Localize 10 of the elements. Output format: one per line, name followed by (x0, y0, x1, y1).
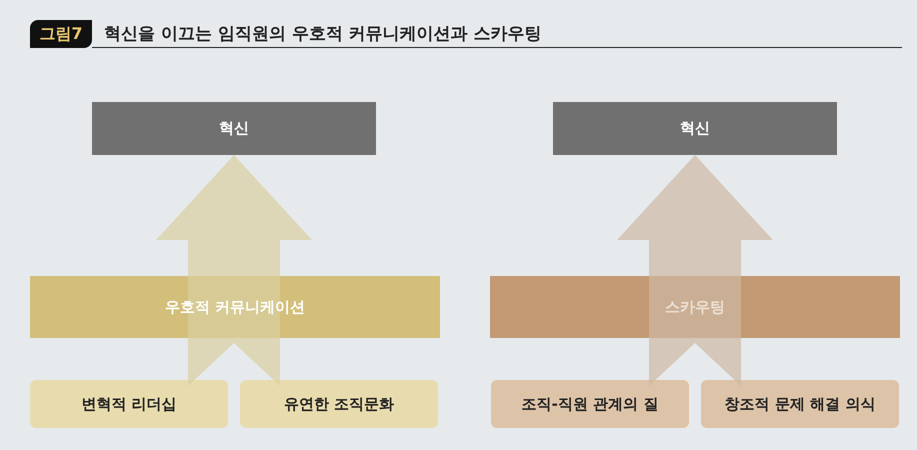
factor-box: 창조적 문제 해결 의식 (701, 380, 899, 428)
factor-box: 유연한 조직문화 (240, 380, 438, 428)
figure-badge: 그림7 (30, 20, 92, 48)
top-box: 혁신 (553, 102, 837, 155)
block-arrow (617, 155, 773, 386)
title: 혁신을 이끄는 임직원의 우호적 커뮤니케이션과 스카우팅 (104, 23, 542, 45)
factor-box: 조직-직원 관계의 질 (491, 380, 689, 428)
block-arrow (156, 155, 312, 386)
top-box: 혁신 (92, 102, 376, 155)
factor-box: 변혁적 리더십 (30, 380, 228, 428)
